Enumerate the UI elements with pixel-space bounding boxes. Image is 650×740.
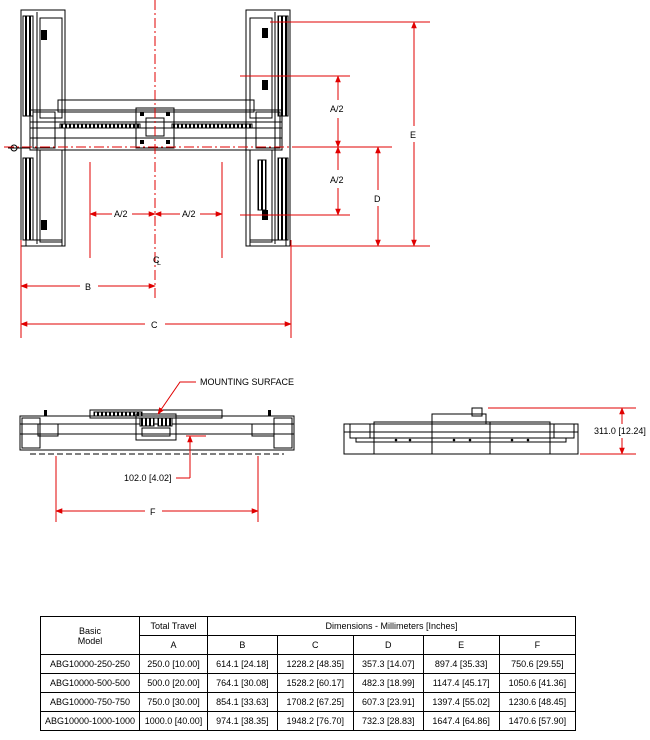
table-cell: ABG10000-250-250 [40, 654, 140, 674]
table-cell: 482.3 [18.99] [352, 673, 424, 693]
dim-label-a-half-left: A/2 [114, 209, 128, 219]
dim-label-a-half-lower: A/2 [330, 175, 344, 185]
engineering-drawing: C L A/2 A/2 A/2 A/2 D E [4, 0, 646, 522]
left-y-axis-body [20, 9, 66, 247]
table-cell: 854.1 [33.63] [207, 692, 278, 712]
dim-label-e: E [410, 130, 416, 140]
table-cell: 1470.6 [57.90] [498, 711, 577, 731]
header-basic-model: Basic Model [40, 616, 140, 655]
table-cell: 732.3 [28.83] [352, 711, 424, 731]
table-cell: 750.6 [29.55] [498, 654, 577, 674]
side-view: 311.0 [12.24] [343, 407, 646, 455]
front-view: MOUNTING SURFACE 102.0 [4.02] F [19, 377, 295, 522]
table-row: ABG10000-750-750 750.0 [30.00] 854.1 [33… [40, 692, 577, 712]
table-cell: 250.0 [10.00] [139, 654, 208, 674]
table-cell: 1397.4 [55.02] [422, 692, 500, 712]
table-cell: ABG10000-1000-1000 [40, 711, 140, 731]
gantry-beam [8, 99, 283, 152]
dim-label-a-half-upper: A/2 [330, 104, 344, 114]
header-col-d: D [352, 635, 424, 655]
table-cell: 1228.2 [48.35] [276, 654, 354, 674]
header-dimensions: Dimensions - Millimeters [Inches] [207, 616, 576, 636]
centerline-symbol-sub: L [157, 260, 161, 267]
dim-label-d: D [374, 194, 381, 204]
dimensions-table: Basic Model Total Travel Dimensions - Mi… [40, 616, 577, 731]
header-col-a: A [139, 635, 208, 655]
table-cell: ABG10000-750-750 [40, 692, 140, 712]
top-view: C L A/2 A/2 A/2 A/2 D E [4, 0, 430, 338]
table-cell: 974.1 [38.35] [207, 711, 278, 731]
mounting-surface-label: MOUNTING SURFACE [200, 377, 294, 387]
dim-label-a-half-center: A/2 [182, 209, 196, 219]
header-total-travel: Total Travel [139, 616, 208, 636]
table-cell: 1050.6 [41.36] [498, 673, 577, 693]
dim-label-f: F [150, 507, 156, 517]
table-cell: 1147.4 [45.17] [422, 673, 500, 693]
table-cell: 1647.4 [64.86] [422, 711, 500, 731]
table-row: ABG10000-250-250 250.0 [10.00] 614.1 [24… [40, 654, 577, 674]
header-col-f: F [498, 635, 577, 655]
table-cell: 1948.2 [76.70] [276, 711, 354, 731]
table-cell: ABG10000-500-500 [40, 673, 140, 693]
dim-label-102: 102.0 [4.02] [124, 473, 172, 483]
table-cell: 1230.6 [48.45] [498, 692, 577, 712]
table-cell: 897.4 [35.33] [422, 654, 500, 674]
table-cell: 614.1 [24.18] [207, 654, 278, 674]
table-cell: 1708.2 [67.25] [276, 692, 354, 712]
table-cell: 607.3 [23.91] [352, 692, 424, 712]
header-col-c: C [276, 635, 354, 655]
dim-label-311: 311.0 [12.24] [594, 426, 646, 436]
table-row: ABG10000-500-500 500.0 [20.00] 764.1 [30… [40, 673, 577, 693]
table-cell: 1528.2 [60.17] [276, 673, 354, 693]
dim-label-b: B [85, 282, 91, 292]
centerline-symbol: C [153, 255, 160, 265]
header-col-e: E [422, 635, 500, 655]
table-cell: 764.1 [30.08] [207, 673, 278, 693]
dim-label-c: C [151, 320, 158, 330]
header-col-b: B [207, 635, 278, 655]
table-cell: 750.0 [30.00] [139, 692, 208, 712]
table-row: ABG10000-1000-1000 1000.0 [40.00] 974.1 … [40, 711, 577, 731]
table-cell: 500.0 [20.00] [139, 673, 208, 693]
table-cell: 357.3 [14.07] [352, 654, 424, 674]
table-cell: 1000.0 [40.00] [139, 711, 208, 731]
